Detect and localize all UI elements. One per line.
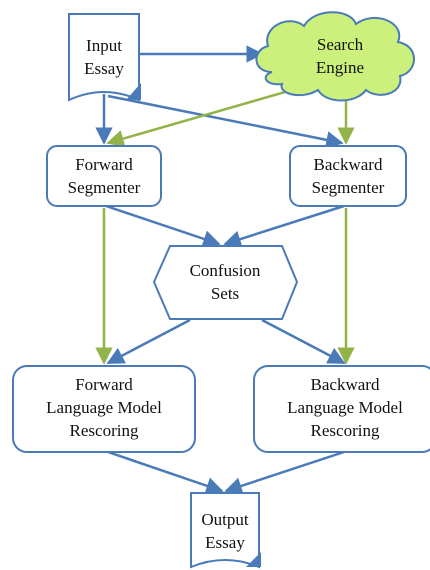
output-essay-line2: Essay [205, 533, 245, 552]
forward-lm-line3: Rescoring [69, 421, 139, 440]
forward-segmenter-line1: Forward [75, 155, 133, 174]
input-essay-line1: Input [86, 36, 122, 55]
arrow-input-to-backward-seg [107, 94, 344, 149]
backward-lm-line2: Language Model [287, 398, 403, 417]
arrow-forward-lm-to-output [107, 450, 224, 495]
input-essay-line2: Essay [84, 59, 124, 78]
backward-lm-box [253, 365, 430, 453]
forward-lm-box [12, 365, 196, 453]
confusion-sets-line1: Confusion [189, 261, 261, 280]
forward-lm-line2: Language Model [46, 398, 162, 417]
arrow-backward-seg-to-confusion [223, 204, 345, 248]
confusion-sets-hexagon [152, 245, 299, 320]
forward-lm-label: Forward Language Model Rescoring [13, 373, 195, 442]
search-engine-label: Search Engine [300, 33, 380, 79]
forward-lm-line1: Forward [75, 375, 133, 394]
output-essay-corner-fold [246, 552, 261, 567]
confusion-sets-line2: Sets [210, 284, 240, 303]
backward-segmenter-line1: Backward [313, 155, 383, 174]
arrow-backward-lm-to-output [224, 450, 345, 495]
search-engine-line2: Engine [315, 58, 365, 77]
backward-lm-line1: Backward [310, 375, 380, 394]
arrow-forward-seg-to-confusion [105, 204, 221, 248]
forward-segmenter-box [46, 145, 162, 207]
arrow-search-to-forward-seg [106, 88, 293, 148]
input-essay-label: Input Essay [69, 34, 139, 80]
backward-segmenter-label: Backward Segmenter [290, 153, 406, 199]
confusion-sets-label: Confusion Sets [165, 259, 285, 305]
backward-segmenter-line2: Segmenter [311, 178, 385, 197]
search-engine-cloud-shape [255, 11, 415, 102]
input-essay-corner-fold [126, 83, 141, 100]
arrow-confusion-to-forward-lm [106, 318, 191, 365]
forward-segmenter-line2: Segmenter [67, 178, 141, 197]
output-essay-line1: Output [201, 510, 249, 529]
backward-lm-label: Backward Language Model Rescoring [254, 373, 430, 442]
forward-segmenter-label: Forward Segmenter [47, 153, 161, 199]
output-essay-label: Output Essay [191, 508, 259, 554]
arrow-confusion-to-backward-lm [261, 318, 346, 365]
search-engine-line1: Search [316, 35, 364, 54]
backward-lm-line3: Rescoring [310, 421, 380, 440]
connectors [95, 45, 355, 495]
backward-segmenter-box [289, 145, 407, 207]
